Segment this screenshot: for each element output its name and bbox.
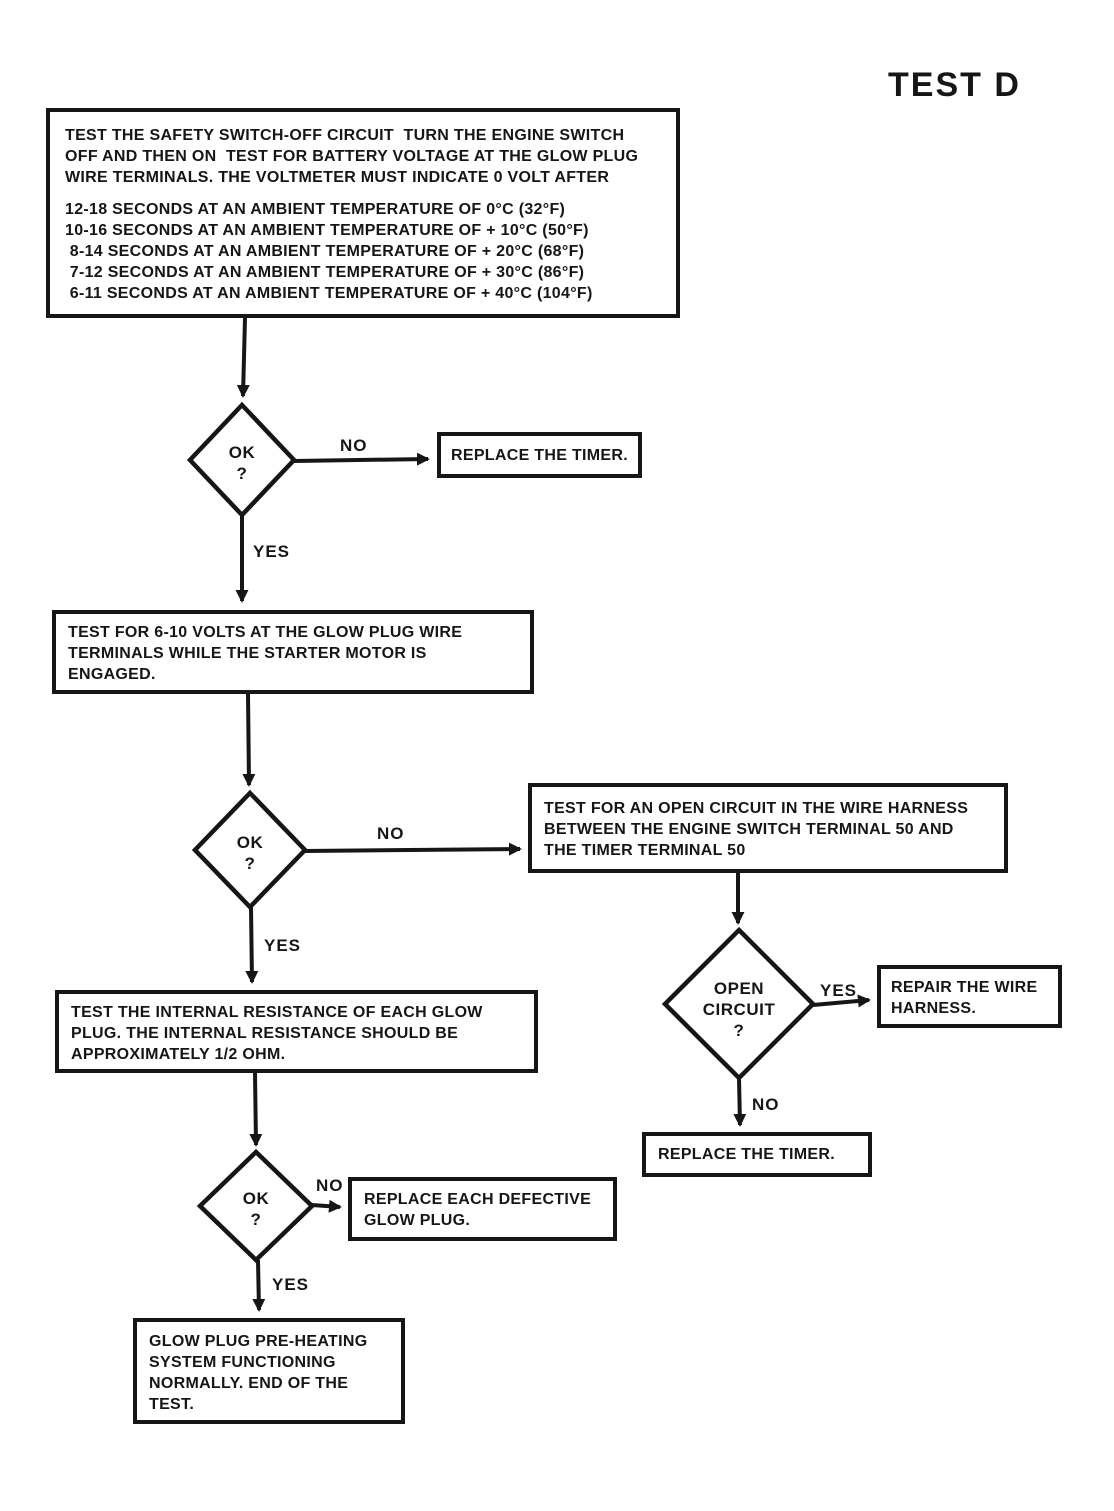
replace-timer-2-label: REPLACE THE TIMER.: [658, 1146, 835, 1163]
conn-open-circuit-no-to-replace-timer-2: [733, 1077, 747, 1127]
open-circuit-test-box: TEST FOR AN OPEN CIRCUIT IN THE WIRE HAR…: [528, 783, 1008, 873]
conn-ok2-no-to-open-circuit-test: [304, 842, 522, 856]
decision-ok2-label: OK?: [236, 833, 264, 873]
test-volts-box: TEST FOR 6-10 VOLTS AT THE GLOW PLUG WIR…: [52, 610, 534, 694]
start-instructions-box: TEST THE SAFETY SWITCH-OFF CIRCUIT TURN …: [46, 108, 680, 318]
edge-label-yes-ok3: YES: [272, 1275, 310, 1294]
page-title: TEST D: [888, 66, 1021, 104]
internal-resistance-box: TEST THE INTERNAL RESISTANCE OF EACH GLO…: [55, 990, 538, 1073]
edge-label-yes-ok2: YES: [264, 936, 302, 955]
conn-ok3-no-to-replace-glow-plugs: [311, 1199, 342, 1213]
edge-label-no-ok3: NO: [316, 1176, 344, 1195]
edge-label-yes-ok1: YES: [253, 542, 291, 561]
conn-open-circuit-yes-to-repair-harness: [812, 994, 871, 1008]
replace-timer-box-1: REPLACE THE TIMER.: [437, 432, 642, 478]
decision-ok2-diamond: [191, 789, 309, 911]
decision-ok1-diamond: [186, 401, 298, 519]
conn-internal-resistance-to-ok3: [249, 1072, 263, 1147]
start-paragraph: TEST THE SAFETY SWITCH-OFF CIRCUIT TURN …: [65, 127, 639, 186]
conn-ok3-yes-to-end: [252, 1259, 266, 1312]
decision-open-circuit-diamond: [661, 926, 817, 1082]
edge-label-no-open-circuit: NO: [752, 1095, 780, 1114]
conn-start-to-ok1: [236, 317, 250, 398]
edge-label-yes-open-circuit: YES: [820, 981, 858, 1000]
replace-timer-1-label: REPLACE THE TIMER.: [451, 447, 628, 464]
decision-ok1-label: OK?: [228, 443, 256, 483]
conn-test-volts-to-ok2: [242, 693, 256, 787]
decision-ok3-diamond: [196, 1148, 316, 1264]
conn-ok2-yes-to-internal-resistance: [245, 906, 259, 984]
conn-ok1-no-to-replace-timer-1: [293, 452, 430, 466]
start-times-list: 12-18 SECONDS AT AN AMBIENT TEMPERATURE …: [65, 201, 593, 302]
edge-label-no-ok1: NO: [340, 436, 368, 455]
decision-ok3-label: OK?: [242, 1189, 270, 1229]
edge-label-no-ok2: NO: [377, 824, 405, 843]
replace-timer-box-2: REPLACE THE TIMER.: [642, 1132, 872, 1177]
